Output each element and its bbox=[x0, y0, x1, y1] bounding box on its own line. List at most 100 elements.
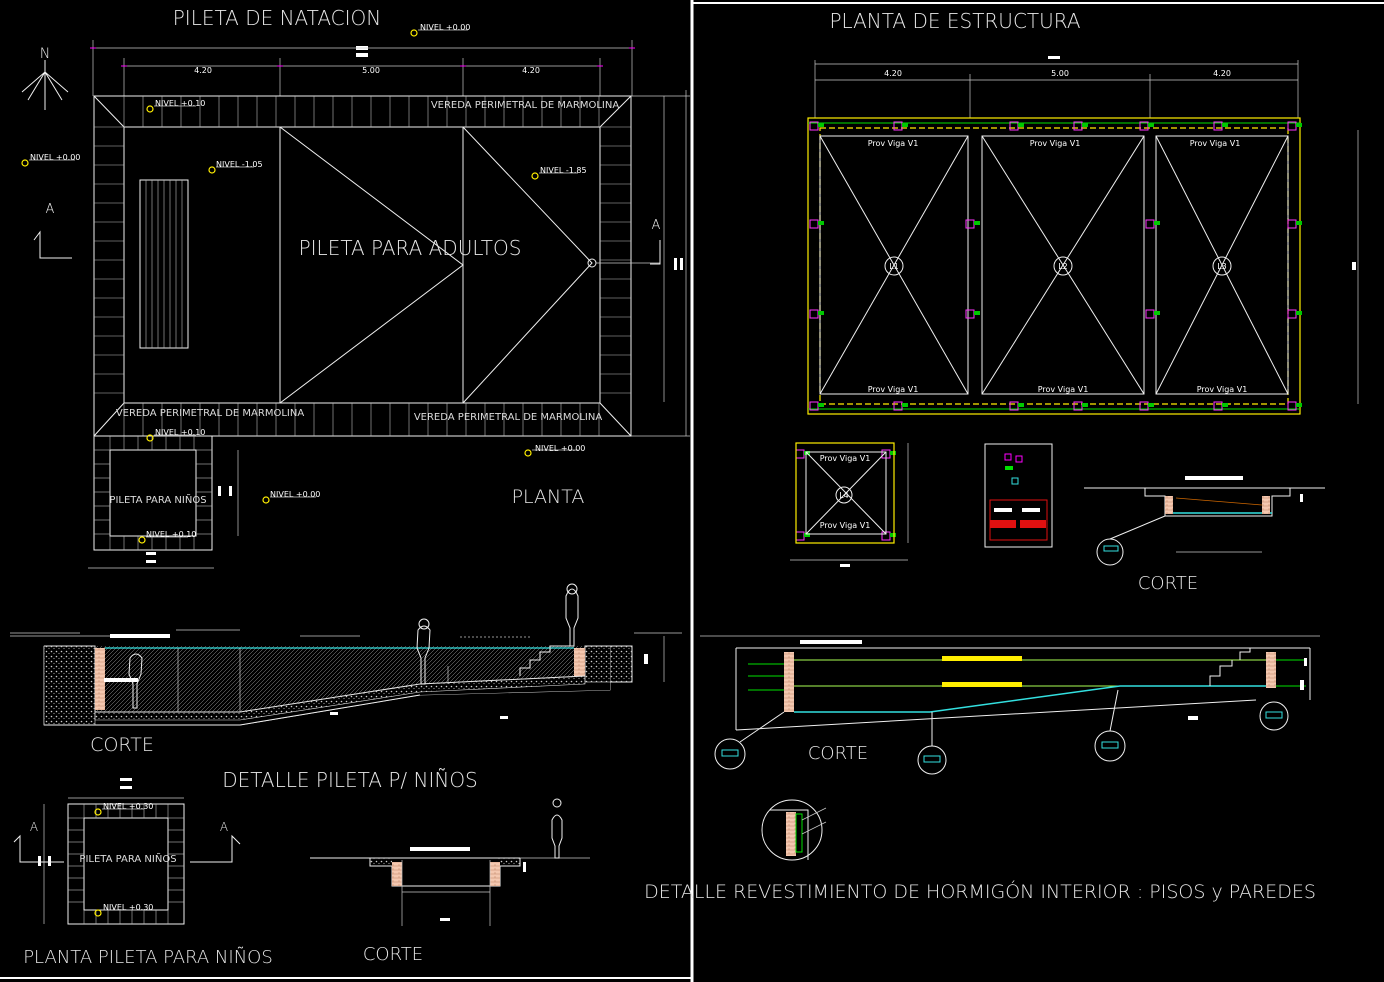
str-dim-500: 5.00 bbox=[1051, 69, 1069, 78]
losa-l1: L1 bbox=[889, 262, 899, 271]
column-marker bbox=[965, 219, 975, 229]
section-a-right: A bbox=[652, 218, 661, 233]
viga-label: Prov Viga V1 bbox=[820, 454, 871, 463]
dim-500: 5.00 bbox=[362, 66, 380, 75]
dim-420-a: 4.20 bbox=[194, 66, 212, 75]
kids-detail-plan bbox=[13, 778, 241, 925]
losa-l2: L2 bbox=[1058, 262, 1068, 271]
column-tag bbox=[1082, 123, 1088, 127]
column-tag bbox=[818, 123, 824, 127]
title-corte-long: CORTE bbox=[90, 734, 154, 756]
column-tag bbox=[1082, 403, 1088, 407]
north-label: N bbox=[40, 46, 50, 62]
viga-label: Prov Viga V1 bbox=[1038, 385, 1089, 394]
label-vereda-bottom-right: VEREDA PERIMETRAL DE MARMOLINA bbox=[414, 412, 603, 423]
viga-label: Prov Viga V1 bbox=[868, 385, 919, 394]
column-tag bbox=[902, 403, 908, 407]
column-tag bbox=[818, 311, 824, 315]
column-tag bbox=[1018, 403, 1024, 407]
column-tag bbox=[890, 451, 896, 455]
column-marker bbox=[795, 449, 805, 459]
column-marker bbox=[1287, 309, 1297, 319]
column-tag bbox=[818, 221, 824, 225]
svg-text:NIVEL +0.10: NIVEL +0.10 bbox=[155, 428, 205, 437]
losa-l3: L3 bbox=[1217, 262, 1227, 271]
structure-l4 bbox=[790, 442, 909, 567]
legend-box bbox=[984, 443, 1053, 548]
column-marker bbox=[1145, 309, 1155, 319]
column-marker bbox=[809, 309, 819, 319]
column-marker bbox=[1145, 219, 1155, 229]
structure-dimensions bbox=[814, 60, 1359, 404]
title-corte-structure: CORTE bbox=[1138, 573, 1198, 594]
svg-text:NIVEL +0.00: NIVEL +0.00 bbox=[535, 444, 585, 453]
column-tag bbox=[1222, 403, 1228, 407]
level-marker: NIVEL +0.00 bbox=[524, 444, 585, 457]
section-mark-right: A bbox=[650, 218, 661, 265]
level-marker: NIVEL -1.85 bbox=[531, 166, 587, 180]
north-arrow: N bbox=[21, 46, 69, 110]
label-adultos: PILETA PARA ADULTOS bbox=[299, 236, 522, 260]
column-tag bbox=[974, 221, 980, 225]
level-marker: NIVEL +0.00 bbox=[262, 490, 320, 504]
column-tag bbox=[974, 311, 980, 315]
label-ninos-detail: PILETA PARA NIÑOS bbox=[79, 852, 176, 865]
label-vereda-top: VEREDA PERIMETRAL DE MARMOLINA bbox=[431, 100, 620, 111]
viga-label: Prov Viga V1 bbox=[868, 139, 919, 148]
title-planta-estructura: PLANTA DE ESTRUCTURA bbox=[829, 9, 1080, 33]
column-tag bbox=[1296, 311, 1302, 315]
losa-l4: L4 bbox=[839, 491, 849, 500]
title-planta-ninos: PLANTA PILETA PARA NIÑOS bbox=[23, 947, 273, 968]
column-marker bbox=[809, 219, 819, 229]
top-dimensions bbox=[92, 40, 633, 96]
column-tag bbox=[1148, 123, 1154, 127]
column-tag bbox=[1296, 123, 1302, 127]
label-vereda-bottom-left: VEREDA PERIMETRAL DE MARMOLINA bbox=[116, 408, 305, 419]
svg-text:NIVEL +0.00: NIVEL +0.00 bbox=[270, 490, 320, 499]
column-marker bbox=[965, 309, 975, 319]
column-tag bbox=[1154, 311, 1160, 315]
structure-plan bbox=[795, 117, 1302, 541]
svg-text:NIVEL +0.00: NIVEL +0.00 bbox=[30, 153, 80, 162]
title-detalle-ninos: DETALLE PILETA P/ NIÑOS bbox=[222, 768, 478, 792]
column-tag bbox=[1296, 403, 1302, 407]
column-tag bbox=[1154, 221, 1160, 225]
viga-label: Prov Viga V1 bbox=[820, 521, 871, 530]
svg-text:NIVEL -1.85: NIVEL -1.85 bbox=[540, 166, 587, 175]
section-mark-left: A bbox=[33, 202, 72, 259]
level-marker: NIVEL +0.10 bbox=[146, 428, 205, 442]
svg-text:NIVEL +0.30: NIVEL +0.30 bbox=[103, 903, 153, 912]
column-tag bbox=[1222, 123, 1228, 127]
level-marker: NIVEL +0.30 bbox=[94, 802, 153, 816]
kids-pool-plan bbox=[88, 435, 239, 569]
viga-label: Prov Viga V1 bbox=[1190, 139, 1241, 148]
str-dim-420-a: 4.20 bbox=[884, 69, 902, 78]
column-tag bbox=[1296, 221, 1302, 225]
viga-label: Prov Viga V1 bbox=[1030, 139, 1081, 148]
level-marker: NIVEL +0.00 bbox=[21, 153, 80, 167]
column-marker bbox=[1287, 219, 1297, 229]
svg-text:NIVEL -1.05: NIVEL -1.05 bbox=[216, 160, 263, 169]
svg-text:NIVEL +0.10: NIVEL +0.10 bbox=[146, 530, 196, 539]
section-a-kids-left: A bbox=[30, 820, 38, 834]
section-structure-long bbox=[700, 635, 1320, 775]
level-marker: NIVEL +0.30 bbox=[94, 903, 153, 917]
column-tag bbox=[890, 533, 896, 537]
title-pileta: PILETA DE NATACION bbox=[173, 6, 382, 30]
column-marker bbox=[795, 531, 805, 541]
str-dim-420-b: 4.20 bbox=[1213, 69, 1231, 78]
svg-text:NIVEL +0.10: NIVEL +0.10 bbox=[155, 99, 205, 108]
column-tag bbox=[804, 533, 810, 537]
section-long bbox=[10, 583, 682, 726]
title-corte-kids: CORTE bbox=[363, 944, 423, 965]
section-a-kids-right: A bbox=[220, 820, 228, 834]
revestimiento-detail bbox=[761, 799, 827, 861]
level-marker: NIVEL -1.05 bbox=[208, 160, 263, 174]
title-detalle-revestimiento: DETALLE REVESTIMIENTO DE HORMIGÓN INTERI… bbox=[644, 879, 1316, 903]
title-corte-structure-long: CORTE bbox=[808, 743, 868, 764]
level-marker: NIVEL +0.10 bbox=[138, 530, 196, 544]
column-tag bbox=[818, 403, 824, 407]
dim-420-b: 4.20 bbox=[522, 66, 540, 75]
kids-section bbox=[310, 798, 590, 926]
